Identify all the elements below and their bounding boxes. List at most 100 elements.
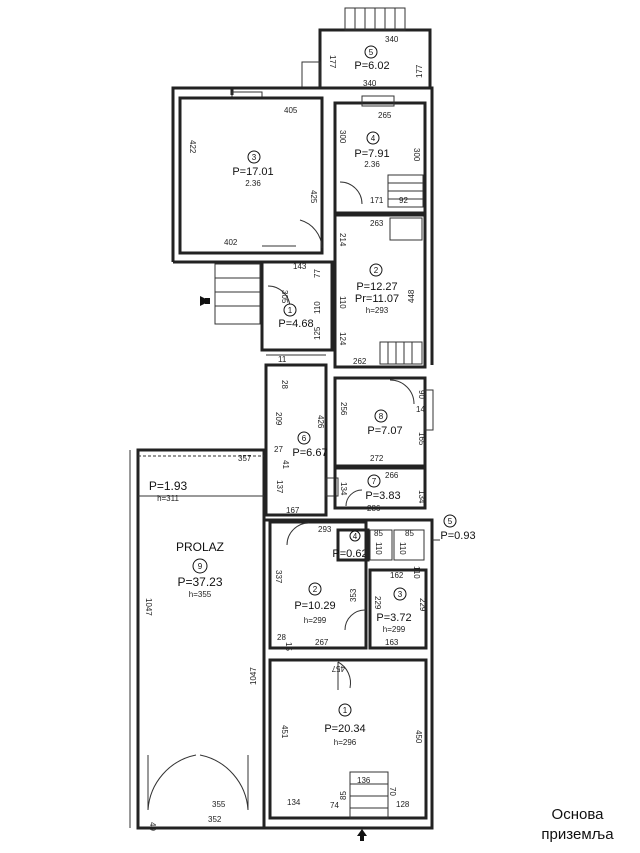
room-area: P=0.62 [332, 548, 367, 560]
caption-line-2: приземља [541, 826, 614, 843]
dimension: 263 [370, 219, 384, 228]
room-area: P=7.91 [354, 148, 389, 160]
dimension: 457 [331, 664, 345, 673]
dimension: 28 [280, 380, 289, 389]
room-number: 3 [252, 153, 257, 162]
room-area: P=20.34 [324, 723, 365, 735]
room-8: 8 P=7.07 256 90 14 165 272 [333, 376, 434, 468]
dimension: 405 [284, 106, 298, 115]
dimension: 450 [414, 730, 423, 744]
room-name: PROLAZ [176, 540, 224, 554]
dimension: 272 [370, 454, 384, 463]
dimension: 265 [378, 111, 392, 120]
dimension: 425 [309, 190, 318, 204]
room-height: 2.36 [364, 160, 380, 169]
room-area: P=1.93 [149, 479, 188, 493]
dimension: 422 [188, 140, 197, 154]
room-area: P=37.23 [177, 575, 222, 589]
dimension: 143 [293, 262, 307, 271]
dimension: 134 [417, 490, 426, 504]
room-2-top: 2 P=12.27 Pr=11.07 h=293 263 214 448 110… [333, 213, 427, 369]
dimension: 128 [396, 800, 410, 809]
dimension: 293 [318, 525, 332, 534]
room-5-low: 5 P=0.93 [432, 514, 476, 542]
room-area: P=3.83 [365, 490, 400, 502]
room-area: P=0.93 [440, 530, 475, 542]
room-number: 2 [374, 266, 379, 275]
room-4-low: 4 P=0.62 293 85 110 110 85 110 [318, 525, 425, 579]
dimension: 15 [284, 642, 293, 651]
room-7: 7 P=3.83 266 134 134 286 [333, 466, 427, 513]
room-number: 2 [313, 585, 318, 594]
dimension: 165 [417, 432, 426, 446]
dimension: 74 [330, 801, 339, 810]
room-number: 1 [288, 306, 293, 315]
dimension: 110 [374, 542, 383, 555]
room-height: h=311 [157, 494, 179, 503]
dimension: 11 [278, 355, 287, 364]
dimension: 92 [399, 196, 408, 205]
dimension: 136 [357, 776, 371, 785]
lower-building-outline [129, 450, 434, 830]
dimension: 134 [287, 798, 301, 807]
room-area: P=12.27 [356, 281, 397, 293]
dimension: 352 [208, 815, 222, 824]
room-3-top: 3 P=17.01 2.36 405 422 425 402 [178, 96, 324, 255]
plan-caption: Основа приземља [520, 805, 635, 845]
dimension: 229 [418, 598, 427, 612]
room-area: P=4.68 [278, 318, 313, 330]
dimension: 402 [224, 238, 238, 247]
dimension: 451 [280, 725, 289, 739]
dimension: 49 [148, 822, 157, 831]
dimension: 163 [385, 638, 399, 647]
dimension: 110 [313, 301, 322, 314]
room-height: h=299 [304, 616, 327, 625]
dimension: 286 [367, 504, 381, 513]
dimension: 14 [416, 405, 425, 414]
dimension: 209 [274, 412, 283, 426]
room-1-low: 457 1 P=20.34 h=296 451 450 136 70 134 7… [268, 658, 428, 820]
room-3-low: 3 P=3.72 h=299 162 229 229 163 [368, 568, 428, 650]
room-1-mid: 1 P=4.68 143 77 305 110 125 [214, 260, 334, 352]
dimension: 340 [363, 79, 377, 88]
dimension: 27 [274, 445, 283, 454]
dimension: 177 [415, 64, 424, 78]
dimension: 167 [286, 506, 300, 515]
dimension: 137 [275, 480, 284, 494]
room-area: P=6.02 [354, 60, 389, 72]
room-area: P=7.07 [367, 425, 402, 437]
room-number: 1 [343, 706, 348, 715]
room-number: 4 [353, 532, 358, 541]
room-number: 5 [369, 48, 374, 57]
room-6: 11 28 209 426 27 41 137 167 6 P=6.67 [264, 354, 339, 517]
room-height: 2.36 [245, 179, 261, 188]
room-number: 5 [448, 517, 453, 526]
dimension: 41 [281, 460, 290, 469]
dimension: 90 [417, 390, 426, 399]
room-area: P=10.29 [294, 600, 335, 612]
room-area: P=3.72 [376, 612, 411, 624]
room-number: 9 [198, 562, 203, 571]
upper-building-outline [171, 86, 434, 365]
dimension: 214 [338, 233, 347, 247]
room-number: 7 [372, 477, 377, 486]
dimension: 267 [315, 638, 329, 647]
room-4-top: 4 P=7.91 2.36 265 300 300 171 92 [333, 95, 427, 215]
room-5-top: 5 P=6.02 340 340 177 177 [301, 7, 432, 90]
dimension: 355 [212, 800, 226, 809]
room-prolaz: 357 P=1.93 h=311 PROLAZ 9 P=37.23 h=355 … [136, 448, 266, 831]
dimension: 262 [353, 357, 367, 366]
dimension: 357 [238, 454, 252, 463]
dimension: 124 [338, 332, 347, 346]
room-number: 4 [371, 134, 376, 143]
caption-line-1: Основа [551, 806, 604, 823]
room-number-circle [364, 45, 378, 59]
dimension: 300 [412, 148, 421, 162]
dimension: 162 [390, 571, 404, 580]
dimension: 426 [316, 415, 325, 429]
dimension: 266 [385, 471, 399, 480]
dimension: 70 [388, 787, 397, 796]
dimension: 177 [328, 55, 337, 69]
room-area: P=6.67 [292, 447, 327, 459]
